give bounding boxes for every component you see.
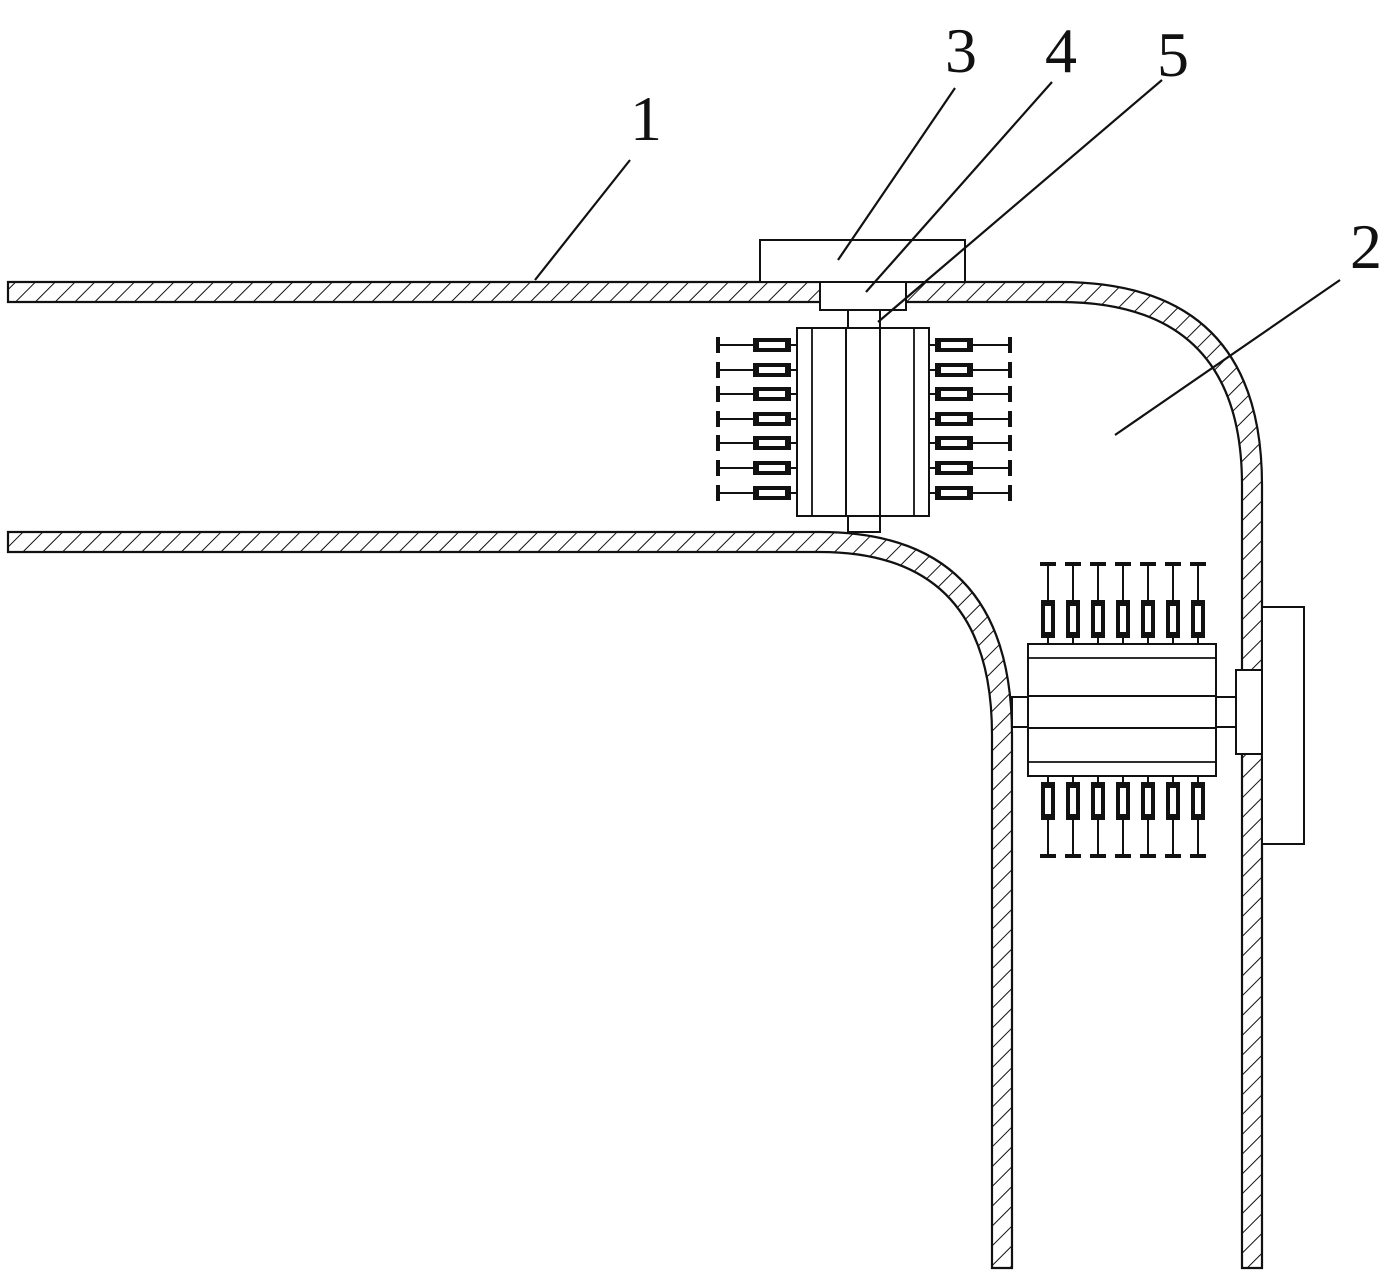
bristle xyxy=(1190,776,1206,858)
bristle xyxy=(1190,562,1206,644)
top-roller-shaft-core xyxy=(845,327,881,517)
leader-line-4 xyxy=(865,81,1053,293)
bristle xyxy=(1140,776,1156,858)
bristle xyxy=(716,460,797,476)
side-roller-bristles xyxy=(1040,562,1206,858)
label-5: 5 xyxy=(1157,19,1189,90)
bristle xyxy=(1115,562,1131,644)
bristle xyxy=(929,460,1012,476)
top-roller-bristles xyxy=(716,337,1012,501)
bristle xyxy=(1165,562,1181,644)
label-2: 2 xyxy=(1350,211,1382,282)
bristle xyxy=(716,435,797,451)
bristle xyxy=(1065,776,1081,858)
bristle xyxy=(1165,776,1181,858)
bristle xyxy=(929,485,1012,501)
bristle xyxy=(716,386,797,402)
bristle xyxy=(929,411,1012,427)
leader-line-3 xyxy=(837,87,956,261)
side-motor-housing xyxy=(1261,606,1305,845)
bristle xyxy=(929,386,1012,402)
side-roller-shaft-core xyxy=(1027,695,1217,729)
leader-line-2 xyxy=(1114,279,1341,436)
bristle xyxy=(929,337,1012,353)
bristle xyxy=(929,362,1012,378)
top-motor-housing xyxy=(759,239,966,283)
bristle xyxy=(716,485,797,501)
bristle xyxy=(716,337,797,353)
duct-outer-wall xyxy=(6,280,1264,1270)
bristle xyxy=(1065,562,1081,644)
label-3: 3 xyxy=(945,15,977,86)
bristle xyxy=(929,435,1012,451)
label-1: 1 xyxy=(630,83,662,154)
bristle xyxy=(1040,562,1056,644)
bristle xyxy=(1140,562,1156,644)
bristle xyxy=(1115,776,1131,858)
side-motor-mount xyxy=(1235,669,1263,755)
leader-line-5 xyxy=(877,79,1163,323)
duct-inner-wall xyxy=(6,530,1014,1270)
bristle xyxy=(716,362,797,378)
leader-line-1 xyxy=(534,159,631,281)
label-4: 4 xyxy=(1045,15,1077,86)
bristle xyxy=(716,411,797,427)
bristle xyxy=(1090,562,1106,644)
bristle xyxy=(1090,776,1106,858)
top-motor-mount xyxy=(819,281,907,311)
bristle xyxy=(1040,776,1056,858)
